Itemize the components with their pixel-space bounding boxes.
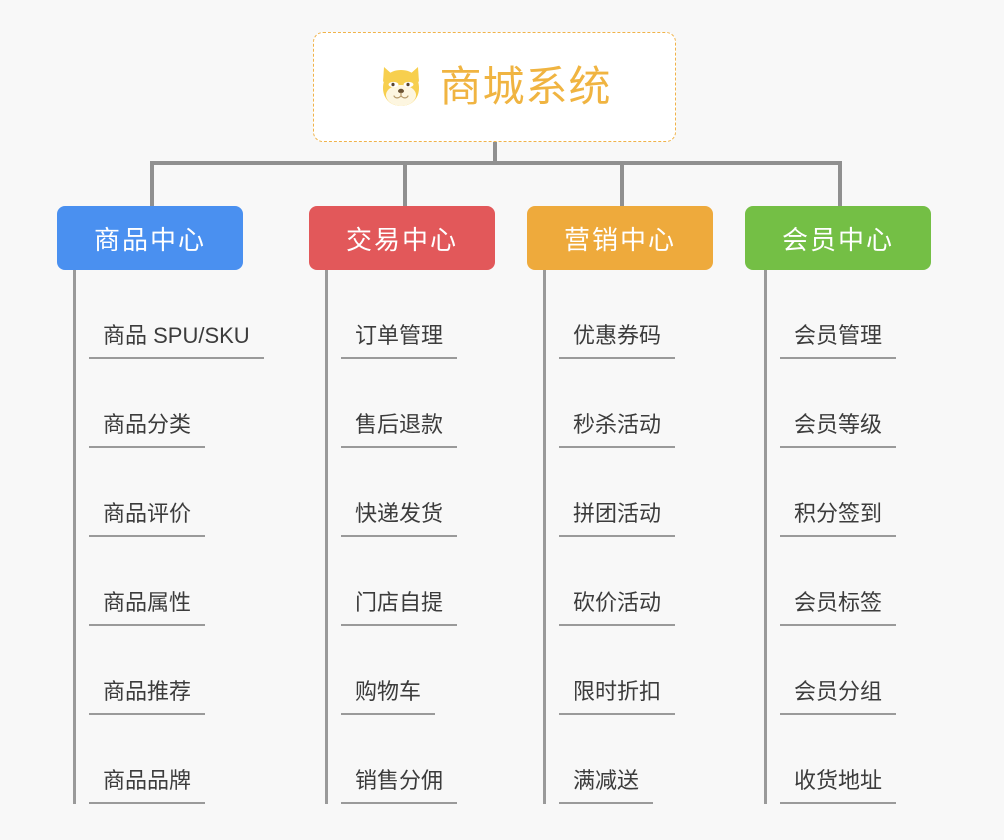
leaf-item[interactable]: 售后退款 [341, 359, 495, 448]
leaf-label: 会员管理 [780, 318, 897, 359]
branch-header-2[interactable]: 交易中心 [309, 206, 495, 270]
leaf-item[interactable]: 商品分类 [89, 359, 243, 448]
leaf-label: 满减送 [559, 763, 654, 804]
leaf-item[interactable]: 拼团活动 [559, 448, 713, 537]
leaf-item[interactable]: 会员等级 [780, 359, 931, 448]
leaf-label: 销售分佣 [341, 763, 458, 804]
leaf-item[interactable]: 购物车 [341, 626, 495, 715]
branch-column-4: 会员中心 会员管理 会员等级 积分签到 会员标签 会员分组 收货地址 [745, 206, 931, 804]
leaf-item[interactable]: 会员分组 [780, 626, 931, 715]
leaf-item[interactable]: 商品品牌 [89, 715, 243, 804]
leaf-label: 商品分类 [89, 407, 206, 448]
connector-drop-3 [620, 163, 624, 207]
leaf-item[interactable]: 销售分佣 [341, 715, 495, 804]
leaf-list-1: 商品 SPU/SKU 商品分类 商品评价 商品属性 商品推荐 商品品牌 [73, 270, 264, 804]
connector-drop-2 [403, 163, 407, 207]
branch-header-1[interactable]: 商品中心 [57, 206, 243, 270]
leaf-item[interactable]: 会员标签 [780, 537, 931, 626]
leaf-label: 会员等级 [780, 407, 897, 448]
leaf-label: 商品属性 [89, 585, 206, 626]
branch-label-2: 交易中心 [345, 224, 458, 255]
leaf-label: 商品评价 [89, 496, 206, 537]
leaf-label: 收货地址 [780, 763, 897, 804]
leaf-item[interactable]: 收货地址 [780, 715, 931, 804]
leaf-label: 会员分组 [780, 674, 897, 715]
leaf-item[interactable]: 满减送 [559, 715, 713, 804]
root-title: 商城系统 [439, 63, 612, 110]
branch-column-2: 交易中心 订单管理 售后退款 快递发货 门店自提 购物车 销售分佣 [309, 206, 495, 804]
connector-drop-4 [838, 163, 842, 207]
branch-label-3: 营销中心 [563, 224, 676, 255]
leaf-item[interactable]: 商品推荐 [89, 626, 243, 715]
leaf-item[interactable]: 积分签到 [780, 448, 931, 537]
leaf-label: 会员标签 [780, 585, 897, 626]
leaf-item[interactable]: 商品评价 [89, 448, 243, 537]
branch-label-1: 商品中心 [93, 224, 206, 255]
leaf-item[interactable]: 会员管理 [780, 270, 931, 359]
leaf-item[interactable]: 门店自提 [341, 537, 495, 626]
leaf-label: 购物车 [341, 674, 436, 715]
leaf-label: 售后退款 [341, 407, 458, 448]
shiba-dog-face-icon [377, 63, 425, 111]
connector-horizontal-bar [150, 161, 842, 165]
branch-label-4: 会员中心 [781, 224, 894, 255]
leaf-label: 商品推荐 [89, 674, 206, 715]
leaf-label: 拼团活动 [559, 496, 676, 537]
leaf-list-4: 会员管理 会员等级 积分签到 会员标签 会员分组 收货地址 [764, 270, 931, 804]
leaf-item[interactable]: 优惠券码 [559, 270, 713, 359]
leaf-item[interactable]: 砍价活动 [559, 537, 713, 626]
leaf-label: 商品 SPU/SKU [89, 318, 264, 359]
leaf-item[interactable]: 快递发货 [341, 448, 495, 537]
leaf-label: 商品品牌 [89, 763, 206, 804]
leaf-label: 秒杀活动 [559, 407, 676, 448]
leaf-item[interactable]: 限时折扣 [559, 626, 713, 715]
leaf-list-3: 优惠券码 秒杀活动 拼团活动 砍价活动 限时折扣 满减送 [543, 270, 713, 804]
branch-column-3: 营销中心 优惠券码 秒杀活动 拼团活动 砍价活动 限时折扣 满减送 [527, 206, 713, 804]
branch-column-1: 商品中心 商品 SPU/SKU 商品分类 商品评价 商品属性 商品推荐 商品品牌 [57, 206, 264, 804]
leaf-item[interactable]: 订单管理 [341, 270, 495, 359]
leaf-label: 砍价活动 [559, 585, 676, 626]
leaf-list-2: 订单管理 售后退款 快递发货 门店自提 购物车 销售分佣 [325, 270, 495, 804]
branch-header-3[interactable]: 营销中心 [527, 206, 713, 270]
leaf-label: 积分签到 [780, 496, 897, 537]
leaf-item[interactable]: 商品属性 [89, 537, 243, 626]
leaf-item[interactable]: 商品 SPU/SKU [89, 270, 264, 359]
connector-drop-1 [150, 163, 154, 207]
branch-header-4[interactable]: 会员中心 [745, 206, 931, 270]
leaf-label: 快递发货 [341, 496, 458, 537]
connector-root-stem [493, 142, 497, 164]
leaf-label: 限时折扣 [559, 674, 676, 715]
leaf-label: 门店自提 [341, 585, 458, 626]
leaf-label: 优惠券码 [559, 318, 676, 359]
leaf-label: 订单管理 [341, 318, 458, 359]
root-node[interactable]: 商城系统 [313, 32, 676, 142]
leaf-item[interactable]: 秒杀活动 [559, 359, 713, 448]
